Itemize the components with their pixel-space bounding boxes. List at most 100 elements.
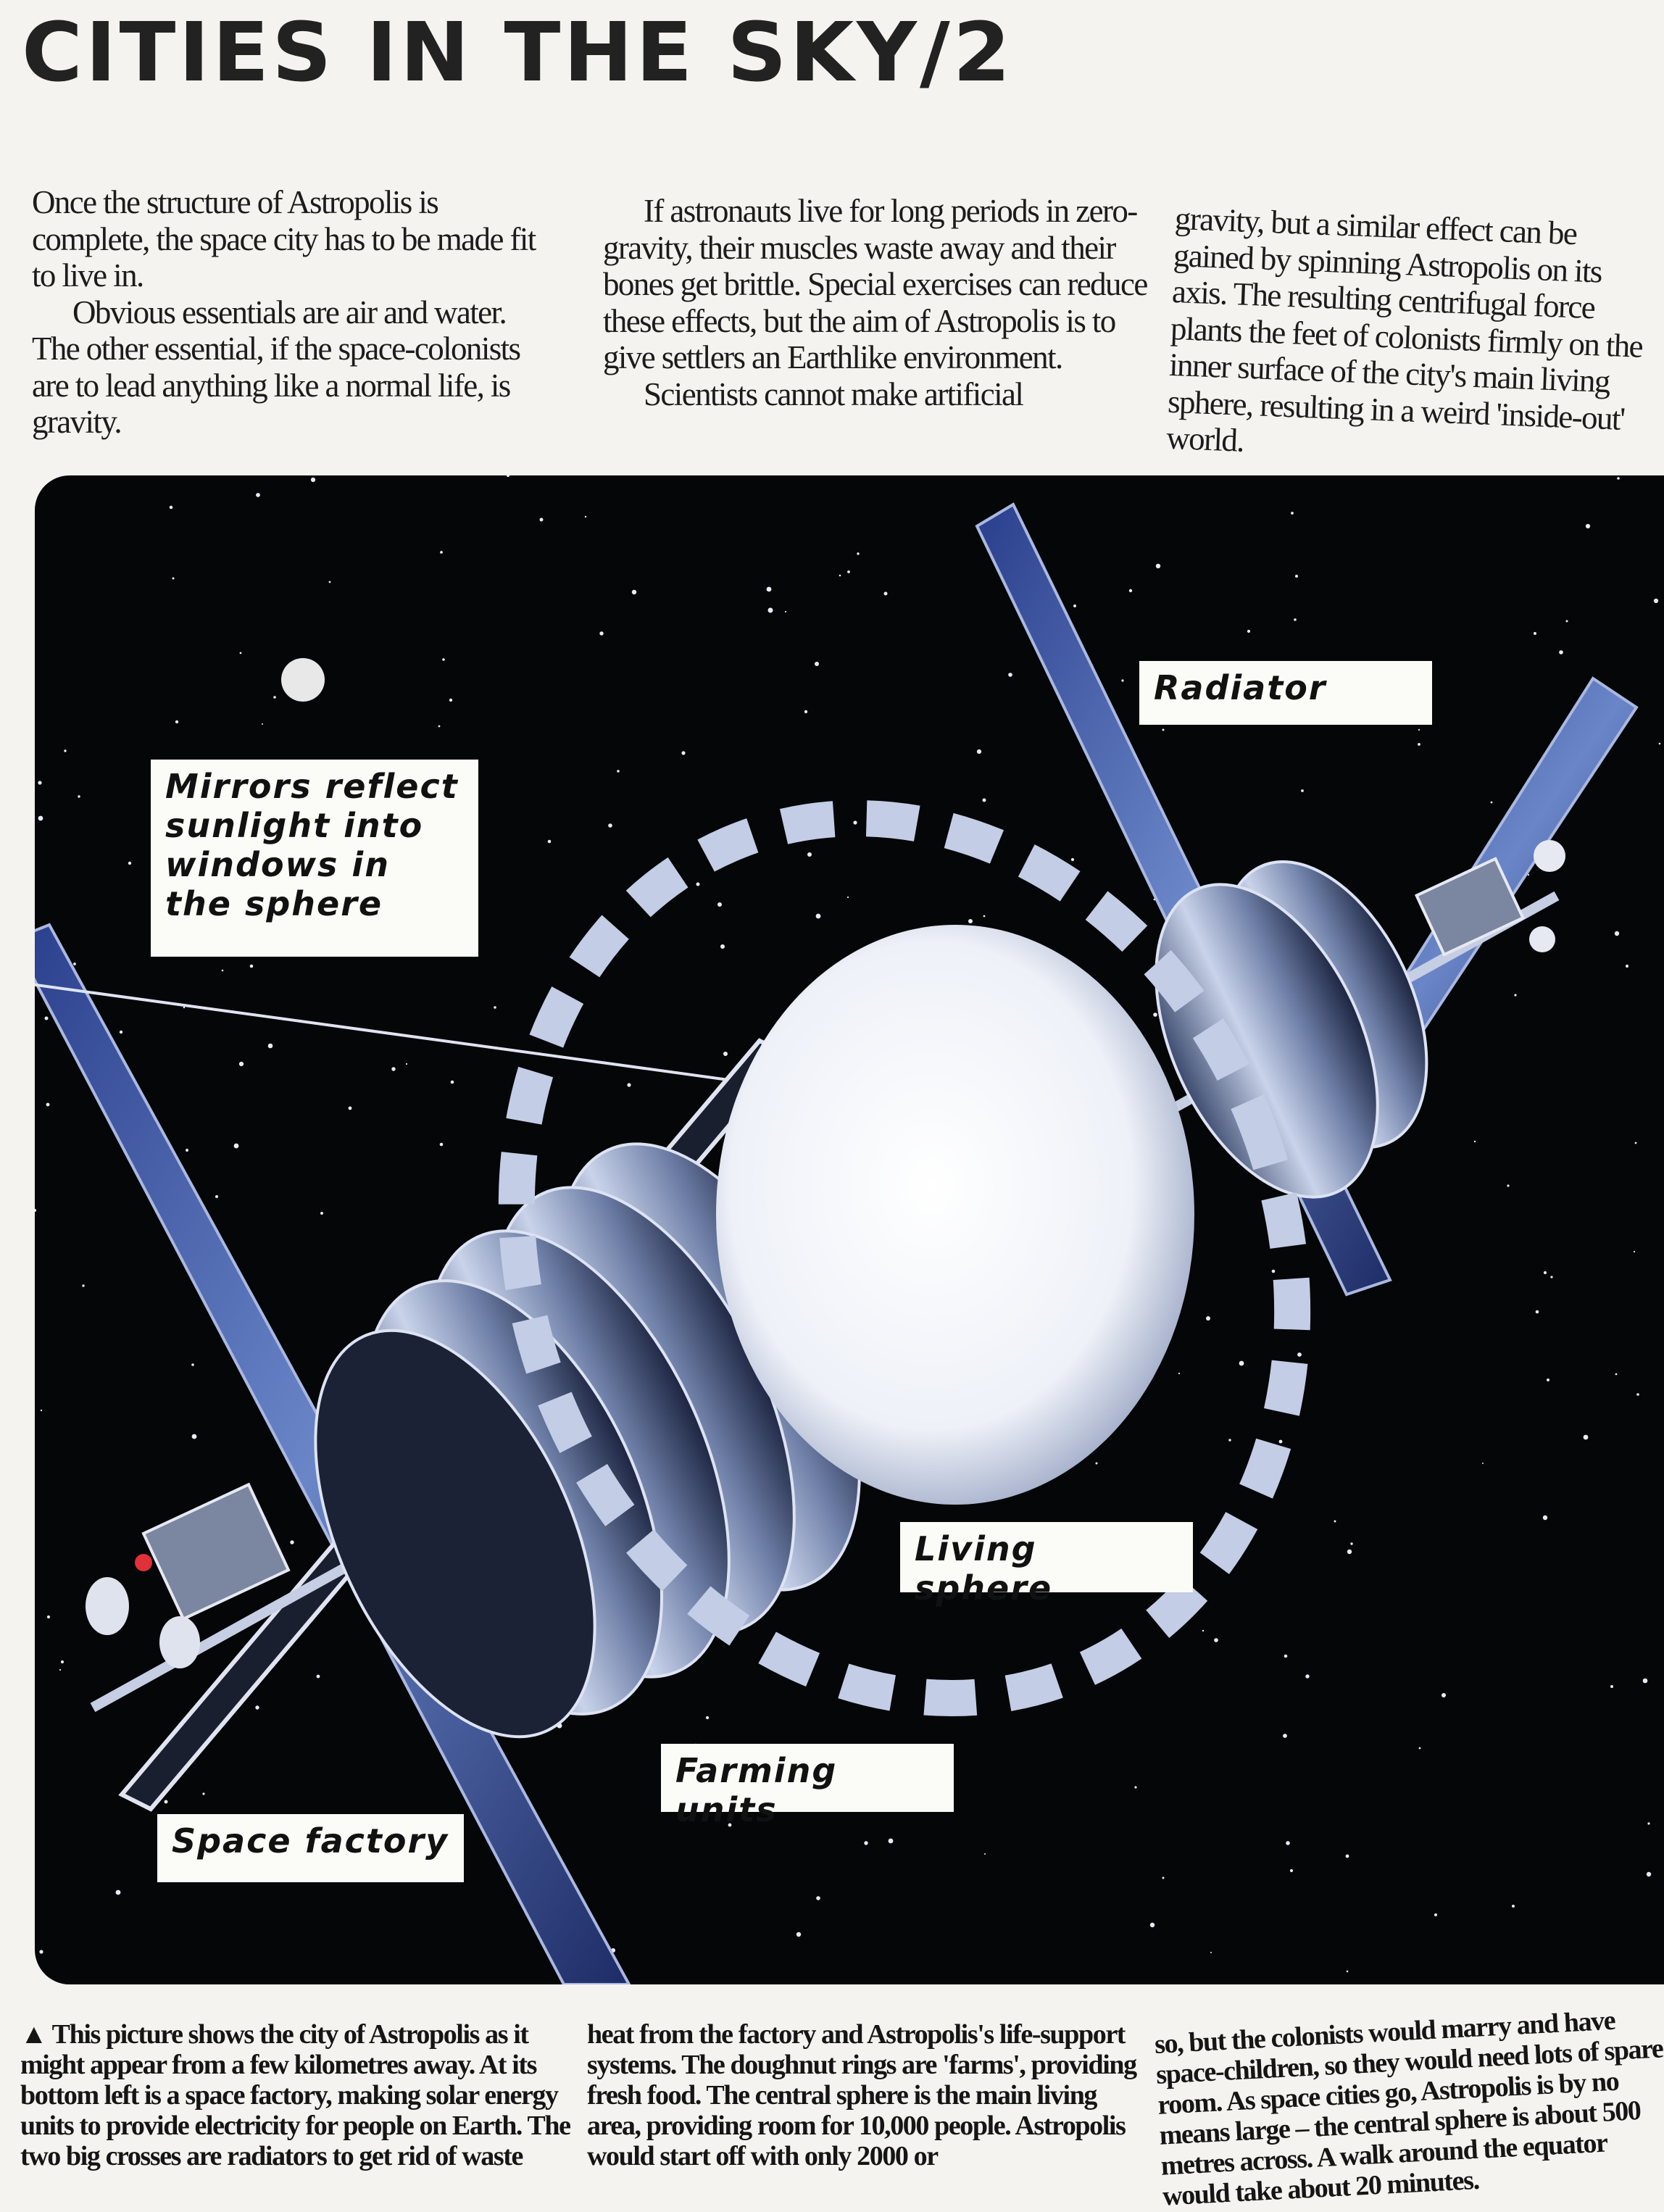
star xyxy=(1482,1463,1484,1464)
star xyxy=(1162,1876,1165,1879)
star xyxy=(310,477,316,483)
star xyxy=(1625,964,1629,968)
star xyxy=(1284,1654,1288,1658)
star xyxy=(1155,563,1161,569)
star xyxy=(1442,1693,1446,1697)
paragraph: If astronauts live for long periods in z… xyxy=(603,193,1148,375)
star xyxy=(627,1083,631,1087)
star xyxy=(290,1540,294,1544)
star xyxy=(440,551,443,554)
star xyxy=(584,515,587,518)
star xyxy=(976,749,982,754)
star xyxy=(40,1409,43,1412)
star xyxy=(267,1043,273,1049)
star xyxy=(617,770,620,773)
star xyxy=(119,1030,123,1034)
star xyxy=(720,944,725,949)
star xyxy=(328,581,331,583)
star xyxy=(316,1674,320,1679)
star xyxy=(221,969,224,972)
star xyxy=(631,589,637,595)
star xyxy=(73,962,76,965)
star xyxy=(766,586,772,592)
star xyxy=(164,1800,168,1804)
star xyxy=(888,1838,894,1844)
star xyxy=(1070,857,1075,862)
star xyxy=(1206,1316,1210,1321)
star xyxy=(1149,1922,1155,1928)
star xyxy=(494,1006,496,1009)
star xyxy=(239,652,242,654)
star xyxy=(1615,1373,1618,1376)
intro-column-2: If astronauts live for long periods in z… xyxy=(603,193,1154,412)
star xyxy=(1095,1462,1098,1465)
star xyxy=(1295,575,1298,578)
star xyxy=(215,1195,218,1198)
star xyxy=(1210,1952,1212,1953)
star xyxy=(1658,742,1661,745)
star xyxy=(255,1705,259,1710)
star xyxy=(1134,1786,1137,1789)
star xyxy=(115,1889,121,1895)
star xyxy=(796,1932,802,1937)
star xyxy=(547,839,552,844)
star xyxy=(1550,1276,1553,1278)
star xyxy=(1153,1013,1157,1017)
star xyxy=(82,1284,85,1287)
label-mirrors: Mirrors reflect sunlight into windows in… xyxy=(151,760,478,957)
star xyxy=(1534,632,1536,635)
star xyxy=(1202,1629,1205,1632)
star xyxy=(128,861,132,865)
star xyxy=(1297,1352,1302,1357)
star xyxy=(238,1061,244,1067)
star xyxy=(1247,629,1251,633)
star xyxy=(1178,1372,1181,1375)
star xyxy=(1008,673,1012,677)
space-factory xyxy=(86,1482,291,1668)
star xyxy=(273,696,276,699)
star xyxy=(44,1016,49,1020)
star xyxy=(804,710,808,714)
star xyxy=(391,1067,396,1071)
caption-column-3: so, but the colonists would marry and ha… xyxy=(1154,2003,1664,2212)
star xyxy=(442,658,445,661)
star xyxy=(1347,1549,1352,1555)
star xyxy=(39,1950,43,1954)
paragraph: Once the structure of Astropolis is comp… xyxy=(32,184,536,294)
star xyxy=(1559,650,1563,654)
star xyxy=(1228,1439,1231,1442)
star xyxy=(1514,994,1517,997)
paragraph: Obvious essentials are air and water. Th… xyxy=(32,294,521,441)
star xyxy=(59,1668,62,1671)
star xyxy=(320,1212,323,1215)
caption-column-2: heat from the factory and Astropolis's l… xyxy=(587,2019,1138,2171)
star xyxy=(1334,1520,1336,1523)
star xyxy=(1617,477,1620,480)
star xyxy=(1346,1970,1349,1973)
star xyxy=(728,1823,732,1827)
star xyxy=(233,1143,239,1149)
label-living-sphere: Living sphere xyxy=(900,1522,1193,1608)
star xyxy=(450,1080,454,1084)
star xyxy=(1585,523,1591,529)
star xyxy=(1542,1515,1548,1521)
star xyxy=(784,610,787,613)
star xyxy=(816,1896,820,1900)
star xyxy=(172,577,175,580)
star xyxy=(1418,728,1420,731)
star xyxy=(968,919,973,923)
star xyxy=(1434,1913,1437,1916)
star xyxy=(767,607,773,613)
star xyxy=(1473,1140,1476,1143)
star xyxy=(846,896,849,899)
star xyxy=(35,1208,37,1213)
star xyxy=(1291,512,1294,515)
star xyxy=(249,964,254,968)
star xyxy=(1642,1678,1648,1684)
star xyxy=(1289,1868,1294,1873)
star xyxy=(883,591,888,596)
star xyxy=(1583,1434,1589,1440)
star xyxy=(705,1716,710,1720)
star xyxy=(1214,1638,1218,1642)
star xyxy=(539,517,544,522)
